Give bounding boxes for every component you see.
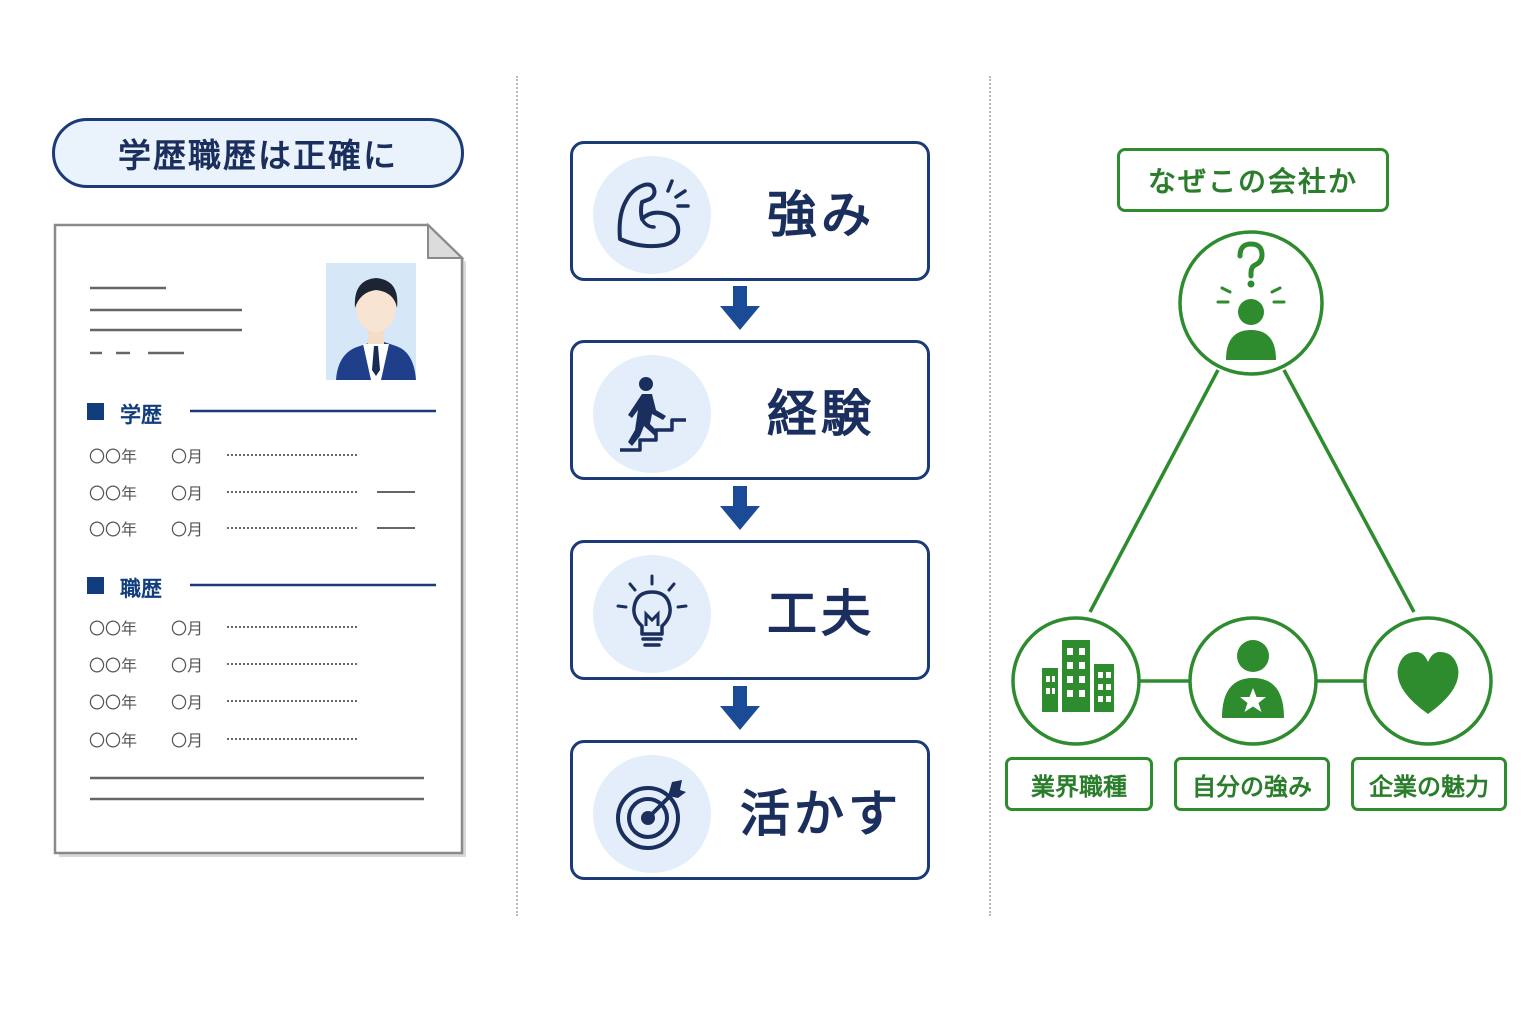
arrow-down-icon [720, 286, 760, 330]
row-year: 〇〇年 [89, 484, 138, 503]
career-row: 〇〇年 〇月 [89, 727, 357, 751]
row-year: 〇〇年 [89, 731, 138, 750]
node-label-strength: 自分の強み [1174, 757, 1330, 811]
portrait-photo-icon [326, 263, 416, 380]
step-apply: 活かす [570, 740, 930, 880]
row-dotted-line [227, 663, 357, 665]
row-month: 〇月 [171, 484, 204, 503]
row-dotted-line [227, 527, 357, 529]
row-dotted-line [227, 738, 357, 740]
career-row: 〇〇年 〇月 [89, 689, 357, 713]
row-dash-line [377, 527, 415, 529]
row-year: 〇〇年 [89, 520, 138, 539]
row-month: 〇月 [171, 656, 204, 675]
row-dotted-line [227, 454, 357, 456]
career-row: 〇〇年 〇月 [89, 652, 357, 676]
node-label-industry: 業界職種 [1005, 757, 1153, 811]
resume-title-pill: 学歴職歴は正確に [52, 118, 464, 188]
step-strength: 強み [570, 141, 930, 281]
education-row: 〇〇年 〇月 [89, 516, 415, 540]
divider-left [516, 76, 518, 916]
row-month: 〇月 [171, 693, 204, 712]
climbing-stairs-icon [620, 377, 686, 452]
education-row: 〇〇年 〇月 [89, 443, 357, 467]
lightbulb-icon [616, 574, 688, 647]
career-heading: 職歴 [120, 577, 162, 601]
row-month: 〇月 [171, 619, 204, 638]
motivation-triangle-diagram [1011, 230, 1493, 746]
step-label: 強み [767, 186, 875, 244]
flexed-arm-icon [617, 179, 690, 249]
divider-right [989, 76, 991, 916]
row-month: 〇月 [171, 731, 204, 750]
step-label: 経験 [767, 385, 875, 443]
resume-document [53, 222, 466, 857]
node-label-appeal: 企業の魅力 [1351, 757, 1507, 811]
step-label: 工夫 [767, 585, 875, 643]
row-dotted-line [227, 700, 357, 702]
why-company-title: なぜこの会社か [1117, 148, 1389, 212]
arrow-down-icon [720, 686, 760, 730]
heart-icon [1397, 652, 1459, 714]
arrow-down-icon [720, 486, 760, 530]
row-year: 〇〇年 [89, 656, 138, 675]
education-row: 〇〇年 〇月 [89, 480, 415, 504]
row-year: 〇〇年 [89, 619, 138, 638]
person-question-icon [1216, 241, 1286, 360]
row-dotted-line [227, 491, 357, 493]
row-dash-line [377, 491, 415, 493]
buildings-icon [1042, 640, 1114, 712]
target-icon [616, 780, 686, 850]
row-dotted-line [227, 626, 357, 628]
career-row: 〇〇年 〇月 [89, 615, 357, 639]
education-heading: 学歴 [120, 403, 162, 427]
row-month: 〇月 [171, 447, 204, 466]
row-month: 〇月 [171, 520, 204, 539]
row-year: 〇〇年 [89, 447, 138, 466]
step-experience: 経験 [570, 340, 930, 480]
step-ingenuity: 工夫 [570, 540, 930, 680]
row-year: 〇〇年 [89, 693, 138, 712]
step-label: 活かす [740, 785, 902, 843]
person-star-icon [1222, 640, 1284, 718]
